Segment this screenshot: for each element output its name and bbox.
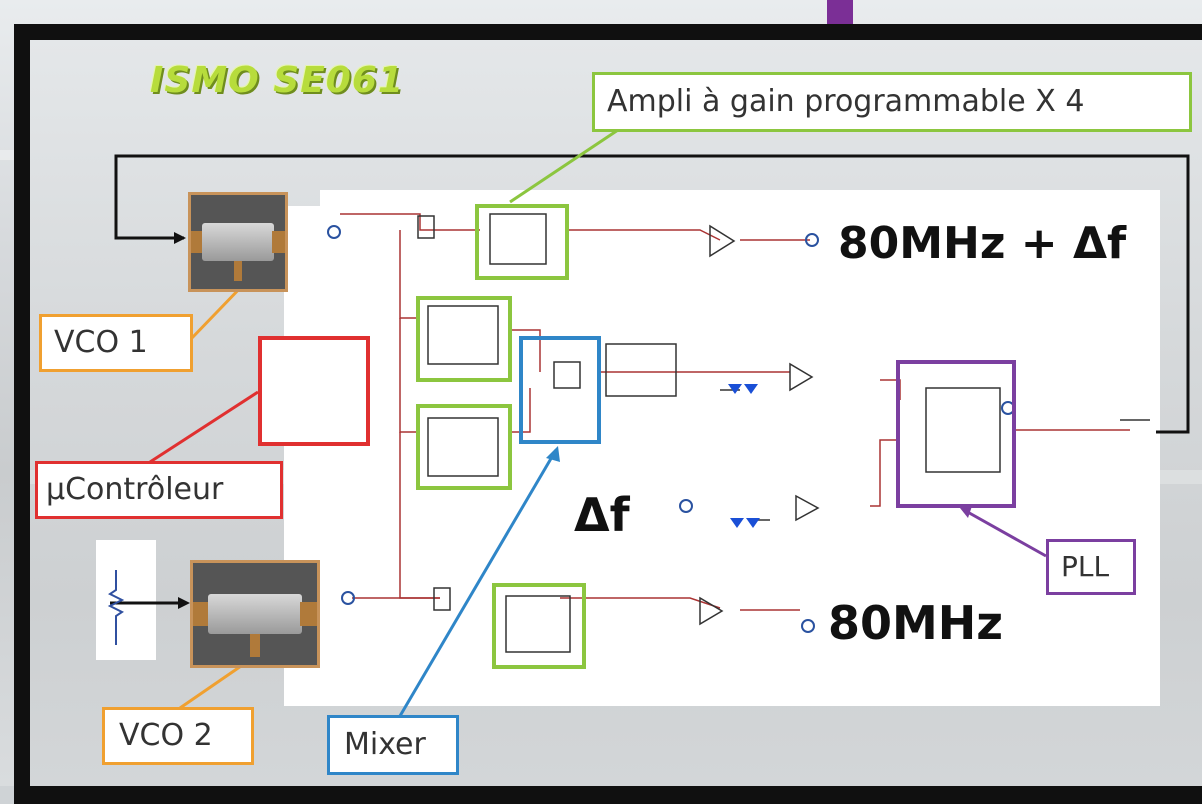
mixer-leader [398, 449, 558, 717]
ampli-leader [509, 128, 619, 204]
amp-highlight-top [475, 204, 569, 280]
amp-highlight-mid-upper [416, 296, 512, 382]
vco2-bias-network [96, 540, 156, 660]
vco1-pin [234, 260, 242, 282]
title-fragment-bar [827, 0, 853, 24]
signal-label-top: 80MHz + Δf [838, 218, 1127, 269]
mixer-arrowhead [546, 446, 560, 462]
vco2-flange-right [299, 601, 317, 627]
amp-highlight-bottom [492, 583, 586, 669]
vco2-arrowhead [178, 597, 190, 609]
feedback-wire [114, 154, 1190, 434]
callout-ampli: Ampli à gain programmable X 4 [592, 72, 1192, 132]
callout-mixer: Mixer [327, 715, 459, 775]
callout-vco1: VCO 1 [39, 314, 193, 372]
microcontroller-highlight [258, 336, 370, 446]
schematic-traces [340, 213, 1130, 611]
schematic-connectors [327, 225, 1015, 633]
vco1-photo [188, 192, 288, 292]
vco1-flange-right [271, 230, 285, 254]
vco2-flange-left [193, 601, 211, 627]
vco2-photo [190, 560, 320, 668]
project-title: ISMO SE061 [150, 60, 404, 101]
ucontroleur-leader [149, 390, 259, 464]
pll-highlight [896, 360, 1016, 508]
callout-ucontroleur: µContrôleur [35, 461, 283, 519]
signal-label-bottom: 80MHz [828, 596, 1004, 650]
mixer-highlight [519, 336, 601, 444]
vco1-flange-left [191, 230, 205, 254]
vco1-leader [188, 282, 246, 342]
callout-vco2: VCO 2 [102, 707, 254, 765]
vco2-leader [179, 662, 245, 710]
vco2-body [207, 593, 303, 635]
vco2-pin [250, 634, 260, 657]
diode-pairs [728, 384, 760, 528]
feedback-arrowhead [174, 232, 186, 244]
pll-leader [963, 508, 1047, 558]
signal-label-delta: Δf [574, 488, 630, 542]
schematic-components [282, 213, 1150, 653]
schematic-wiring [107, 128, 1190, 717]
callout-pll: PLL [1046, 539, 1136, 595]
bias-resistor [107, 570, 125, 645]
amp-highlight-mid-lower [416, 404, 512, 490]
vco1-body [202, 223, 274, 261]
pll-arrowhead [960, 506, 972, 518]
